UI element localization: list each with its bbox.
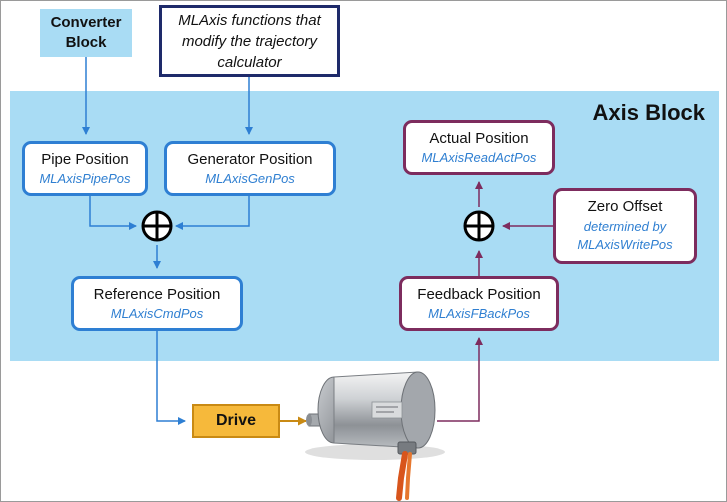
actual-position-function: MLAxisReadActPos (421, 150, 537, 165)
sum-junction-right (463, 210, 495, 242)
arrow-pipe-to-sum (89, 196, 137, 230)
arrow-reference-to-drive (156, 331, 186, 425)
axis-block-title: Axis Block (592, 100, 706, 125)
pipe-position-title: Pipe Position (41, 151, 129, 168)
generator-position-box: Generator Position MLAxisGenPos (164, 141, 336, 196)
generator-position-title: Generator Position (187, 151, 313, 168)
pipe-position-box: Pipe Position MLAxisPipePos (22, 141, 148, 196)
reference-position-function: MLAxisCmdPos (110, 306, 204, 321)
mlaxis-functions-note: MLAxis functions that modify the traject… (159, 5, 340, 77)
feedback-position-title: Feedback Position (417, 286, 541, 303)
converter-block: Converter Block (40, 9, 132, 57)
arrow-encoder-to-feedback (437, 337, 483, 422)
pipe-position-function: MLAxisPipePos (39, 171, 131, 186)
feedback-position-box: Feedback Position MLAxisFBackPos (399, 276, 559, 331)
converter-block-label: Converter Block (50, 14, 122, 51)
actual-position-box: Actual Position MLAxisReadActPos (403, 120, 555, 175)
zero-offset-note: determined by MLAxisWritePos (577, 219, 673, 252)
generator-position-function: MLAxisGenPos (205, 171, 295, 186)
sum-junction-left (141, 210, 173, 242)
arrow-generator-to-sum (175, 196, 250, 230)
actual-position-title: Actual Position (429, 130, 529, 147)
reference-position-title: Reference Position (93, 286, 221, 303)
zero-offset-title: Zero Offset (587, 198, 663, 215)
motor-encoder-image (305, 371, 445, 501)
reference-position-box: Reference Position MLAxisCmdPos (71, 276, 243, 331)
drive-box: Drive (192, 404, 280, 438)
zero-offset-box: Zero Offset determined by MLAxisWritePos (553, 188, 697, 264)
feedback-position-function: MLAxisFBackPos (428, 306, 530, 321)
